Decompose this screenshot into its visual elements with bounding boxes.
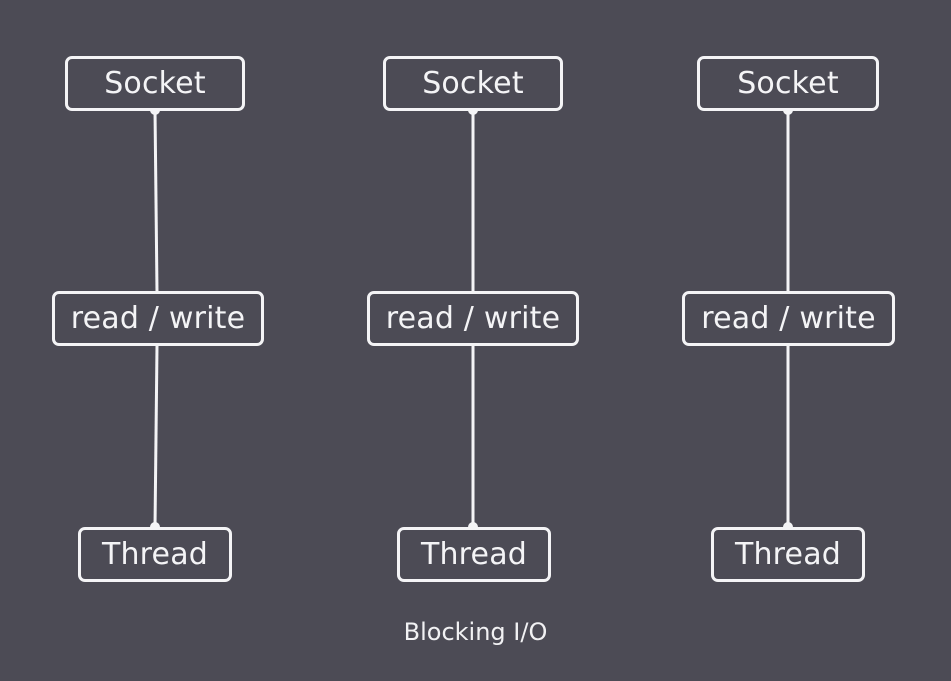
- socket-box-3: Socket: [697, 56, 879, 111]
- socket-box-2: Socket: [383, 56, 563, 111]
- socket-box-1: Socket: [65, 56, 245, 111]
- thread-box-3: Thread: [711, 527, 865, 582]
- socket-to-readwrite-line-1: [153, 109, 159, 293]
- readwrite-to-thread-line-1: [153, 345, 159, 528]
- read-write-box-3: read / write: [682, 291, 895, 346]
- thread-box-2: Thread: [397, 527, 551, 582]
- read-write-box-1: read / write: [52, 291, 264, 346]
- diagram-caption: Blocking I/O: [403, 618, 548, 646]
- read-write-box-2: read / write: [367, 291, 579, 346]
- thread-box-1: Thread: [78, 527, 232, 582]
